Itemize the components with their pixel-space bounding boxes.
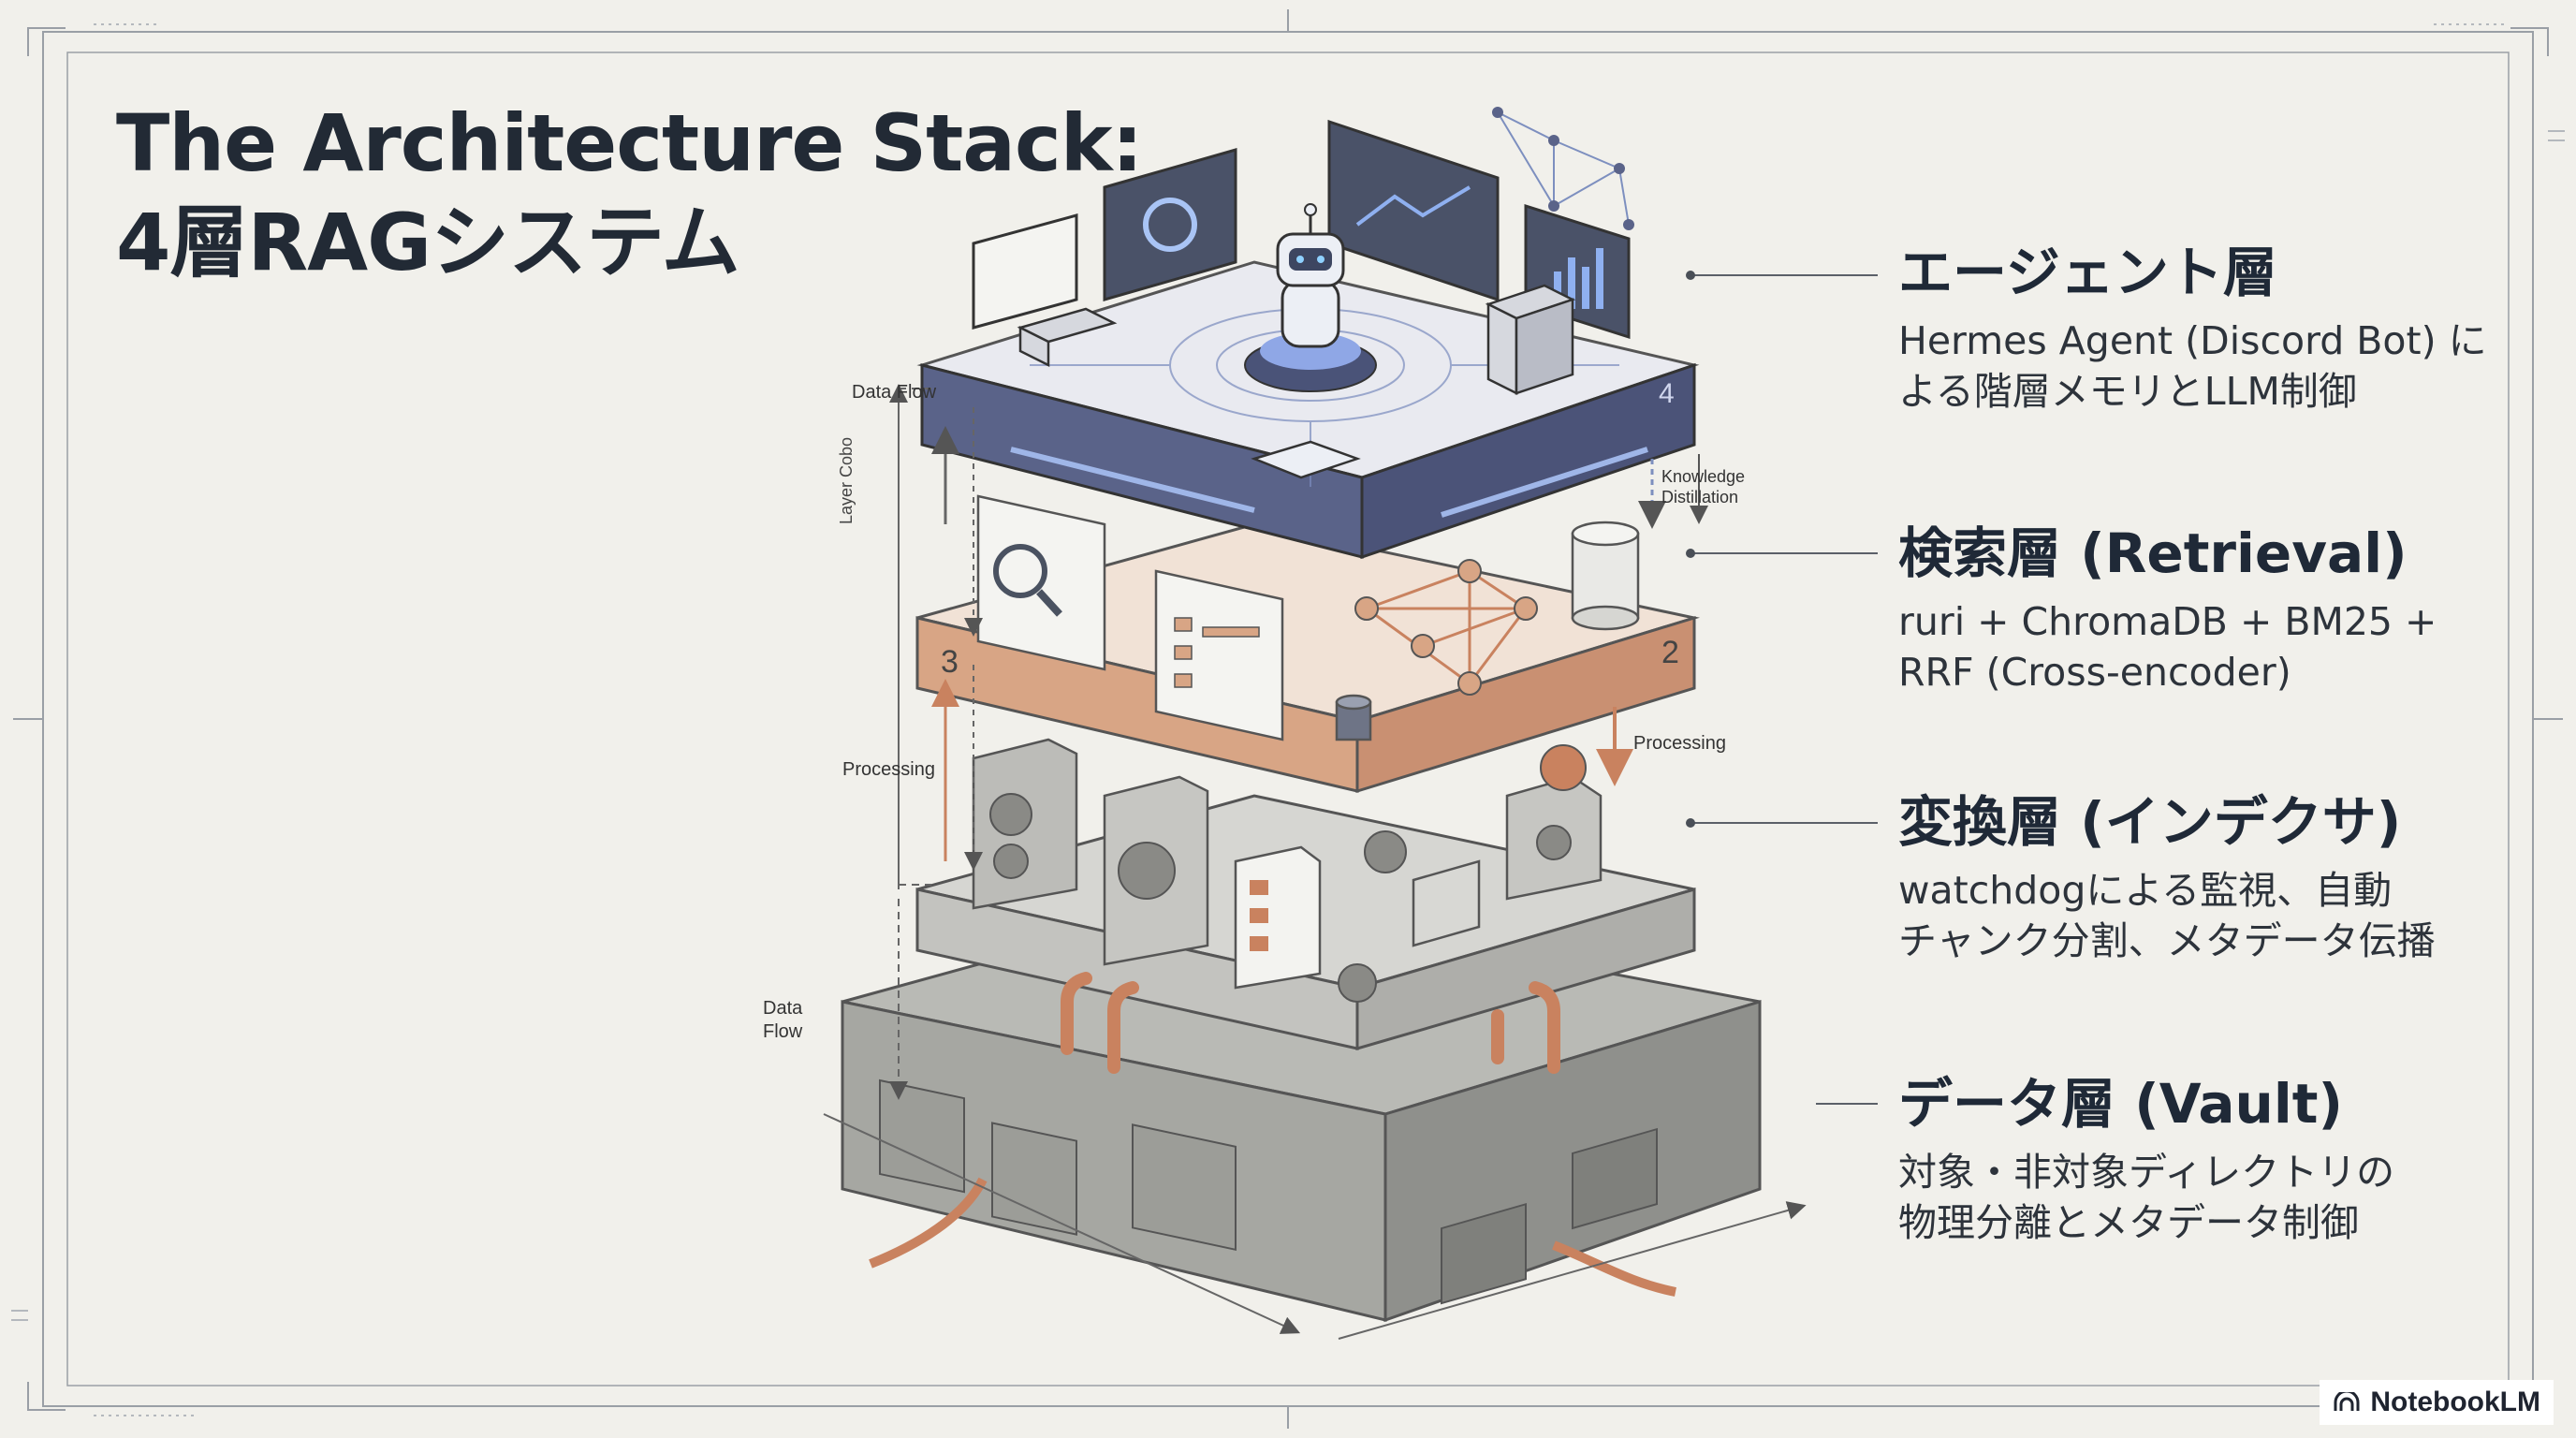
architecture-stack-diagram: 3 2 xyxy=(763,107,1807,1340)
leader-dot-indexer xyxy=(1686,818,1695,828)
notebooklm-logo: NotebookLM xyxy=(2320,1380,2554,1425)
processing-label-right: Processing xyxy=(1633,733,1726,754)
data-layer-description: データ層 (Vault) 対象・非対象ディレクトリの 物理分離とメタデータ制御 xyxy=(1898,1070,2554,1248)
retrieval-layer-description: 検索層 (Retrieval) ruri + ChromaDB + BM25 +… xyxy=(1898,520,2554,697)
indexer-layer-line-2: チャンク分割、メタデータ伝播 xyxy=(1898,918,2436,963)
agent-layer-line-2: よる階層メモリとLLM制御 xyxy=(1898,369,2357,414)
data-layer-body: 対象・非対象ディレクトリの 物理分離とメタデータ制御 xyxy=(1898,1147,2554,1248)
data-flow-label-bottom-2: Flow xyxy=(763,1021,803,1042)
notebooklm-logo-icon xyxy=(2334,1392,2360,1411)
data-layer-line-1: 対象・非対象ディレクトリの xyxy=(1898,1150,2395,1195)
retrieval-layer-line-1: ruri + ChromaDB + BM25 + xyxy=(1898,599,2437,644)
data-flow-label-top: Data Flow xyxy=(852,382,937,403)
layer-combo-label: Layer Cobo xyxy=(837,437,856,524)
title-line-2: 4層RAGシステム xyxy=(116,197,740,288)
retrieval-layer-line-2: RRF (Cross-encoder) xyxy=(1898,650,2291,695)
leader-line-retrieval xyxy=(1690,552,1878,554)
knowledge-label-1: Knowledge xyxy=(1661,467,1745,486)
data-layer-line-2: 物理分離とメタデータ制御 xyxy=(1898,1200,2359,1245)
data-layer-heading: データ層 (Vault) xyxy=(1898,1072,2343,1136)
indexer-layer-line-1: watchdogによる監視、自動 xyxy=(1898,868,2393,913)
data-flow-label-bottom-1: Data xyxy=(763,998,803,1019)
leader-dot-agent xyxy=(1686,271,1695,280)
indexer-layer-body: watchdogによる監視、自動 チャンク分割、メタデータ伝播 xyxy=(1898,865,2554,966)
agent-layer-block: 4 xyxy=(916,107,1700,560)
layer-number-3: 3 xyxy=(941,644,959,680)
agent-layer-heading: エージェント層 xyxy=(1898,241,2277,304)
dimension-lines xyxy=(823,1113,1807,1340)
title-line-1: The Architecture Stack: xyxy=(116,97,1143,189)
leader-line-agent xyxy=(1690,274,1878,276)
indexer-layer-description: 変換層 (インデクサ) watchdogによる監視、自動 チャンク分割、メタデー… xyxy=(1898,788,2554,966)
agent-layer-body: Hermes Agent (Discord Bot) に よる階層メモリとLLM… xyxy=(1898,315,2554,417)
layer-number-4: 4 xyxy=(1659,378,1675,409)
leader-line-data xyxy=(1816,1103,1878,1105)
indexer-layer-heading: 変換層 (インデクサ) xyxy=(1898,790,2402,854)
knowledge-label-2: Distillation xyxy=(1661,488,1738,506)
notebooklm-logo-text: NotebookLM xyxy=(2370,1387,2540,1417)
leader-line-indexer xyxy=(1690,822,1878,824)
retrieval-layer-heading: 検索層 (Retrieval) xyxy=(1898,521,2408,585)
retrieval-layer-block: 3 2 xyxy=(915,494,1700,794)
agent-layer-description: エージェント層 Hermes Agent (Discord Bot) に よる階… xyxy=(1898,239,2554,417)
retrieval-layer-body: ruri + ChromaDB + BM25 + RRF (Cross-enco… xyxy=(1898,596,2554,697)
page-title: The Architecture Stack: 4層RAGシステム xyxy=(116,94,1143,292)
leader-dot-retrieval xyxy=(1686,549,1695,558)
agent-layer-line-1: Hermes Agent (Discord Bot) に xyxy=(1898,318,2487,363)
processing-label-left: Processing xyxy=(842,759,935,780)
indexer-layer-block xyxy=(915,738,1696,1074)
flow-annotations: Layer Cobo Data Flow Processing Data Flo… xyxy=(763,382,1745,1100)
layer-number-2: 2 xyxy=(1661,635,1679,670)
